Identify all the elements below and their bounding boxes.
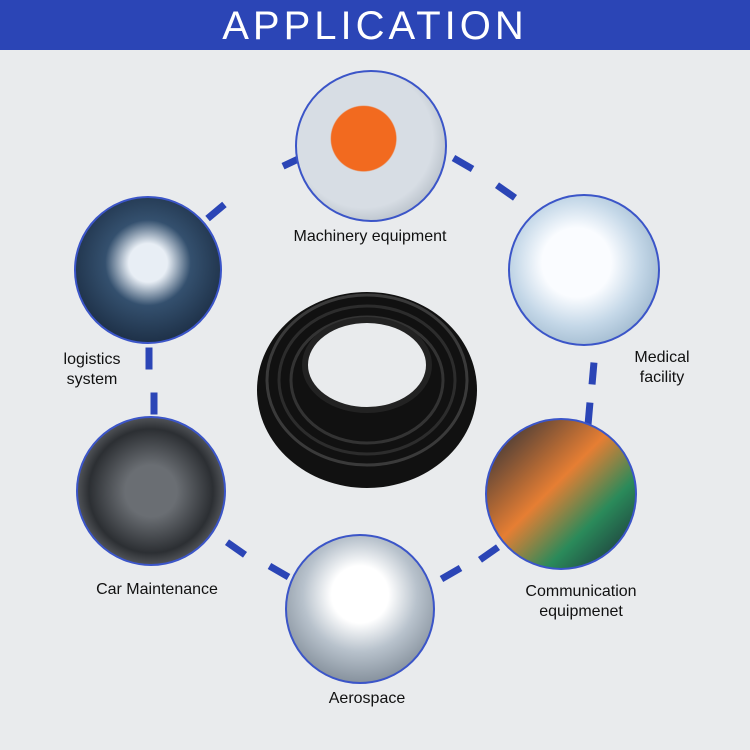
connector-dash — [477, 544, 501, 563]
medical-image — [508, 194, 660, 346]
aerospace-image — [285, 534, 435, 684]
connector-dash — [150, 392, 158, 415]
connector-dash — [205, 201, 227, 222]
label-aerospace: Aerospace — [328, 690, 406, 707]
machinery-image — [295, 70, 447, 222]
cable-coil-image — [255, 280, 480, 490]
label-line: logistics — [63, 351, 121, 368]
connector-dash — [224, 539, 248, 558]
label-line: facility — [639, 369, 685, 386]
label-line: equipmenet — [539, 603, 623, 620]
label-line: system — [66, 371, 118, 388]
label-communication-equipment: Communication equipmenet — [501, 582, 661, 622]
connector-dash — [439, 564, 463, 583]
label-machinery-equipment: Machinery equipment — [293, 228, 447, 245]
label-medical-facility: Medical facility — [612, 348, 712, 388]
label-logistics-system: logistics system — [42, 350, 142, 390]
connector-dash — [494, 182, 518, 201]
car-engine-image — [76, 416, 226, 566]
connector-dash — [267, 562, 291, 581]
connector-dash — [588, 362, 598, 385]
communication-image — [485, 418, 637, 570]
connector-dash — [145, 347, 153, 370]
label-line: Medical — [634, 349, 690, 366]
label-car-maintenance: Car Maintenance — [96, 581, 218, 598]
connector-dash — [451, 154, 475, 173]
logistics-image — [74, 196, 222, 344]
page-title: APPLICATION — [0, 0, 750, 50]
label-line: Communication — [525, 583, 637, 600]
